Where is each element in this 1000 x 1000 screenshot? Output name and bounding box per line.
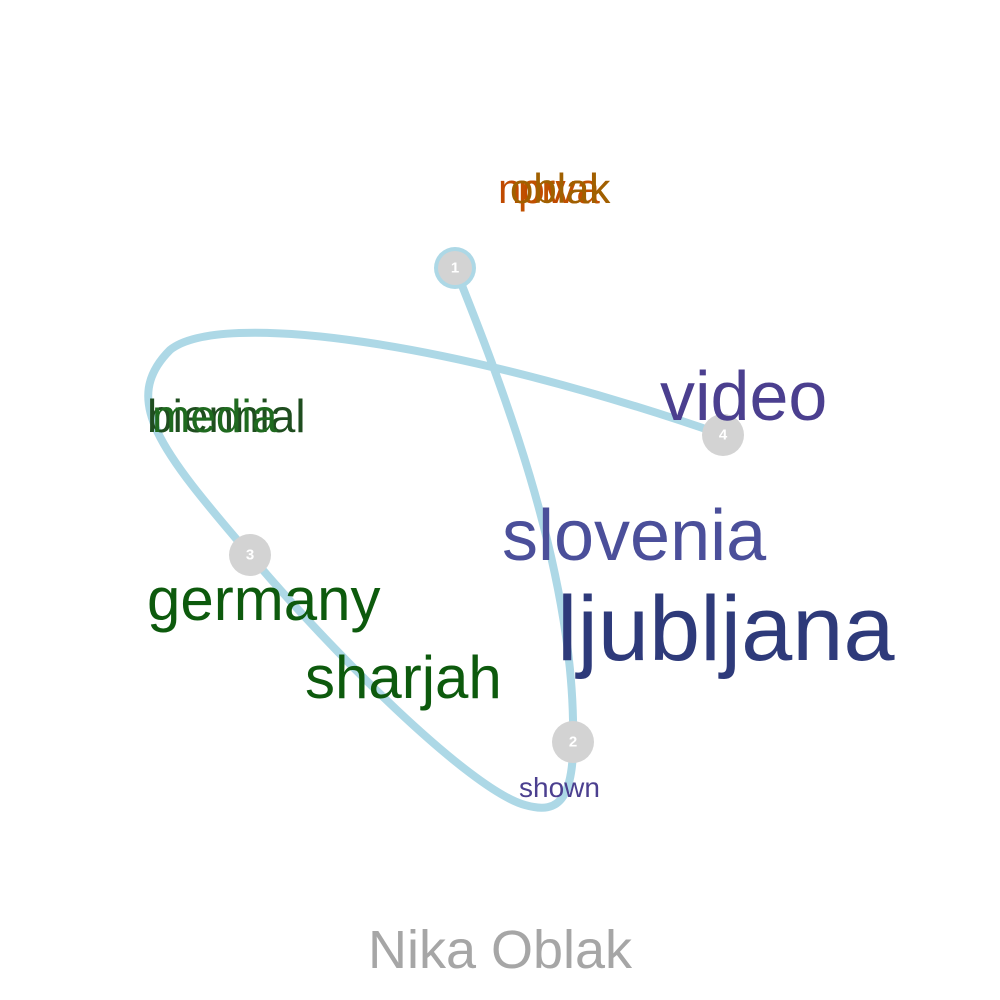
- word-novak: novak: [498, 165, 611, 212]
- node-4-label: 4: [719, 427, 728, 444]
- node-4-circle: [702, 414, 744, 456]
- node-4: 4: [702, 414, 744, 456]
- word-sharjah: sharjah: [305, 644, 502, 711]
- node-3-label: 3: [246, 547, 254, 564]
- connector-path: [144, 264, 727, 812]
- word-prva: prva: [518, 165, 600, 212]
- node-1-label: 1: [451, 260, 459, 277]
- node-1: 1: [434, 247, 476, 289]
- node-3-circle: [229, 534, 271, 576]
- node-2-circle: [552, 721, 594, 763]
- word-biennial: biennial: [147, 390, 306, 442]
- word-oblak: oblak: [510, 165, 611, 212]
- node-2-label: 2: [569, 734, 577, 751]
- node-1-circle: [438, 251, 472, 285]
- word-slovenia: slovenia: [502, 496, 767, 576]
- word-ljubljana: ljubljana: [557, 578, 895, 680]
- word-shown: shown: [519, 772, 600, 803]
- word-germany: germany: [147, 566, 380, 633]
- node-3: 3: [229, 534, 271, 576]
- word-media: media: [152, 390, 278, 442]
- word-video: video: [660, 357, 827, 435]
- caption-name: Nika Oblak: [368, 920, 633, 980]
- node-2: 2: [552, 721, 594, 763]
